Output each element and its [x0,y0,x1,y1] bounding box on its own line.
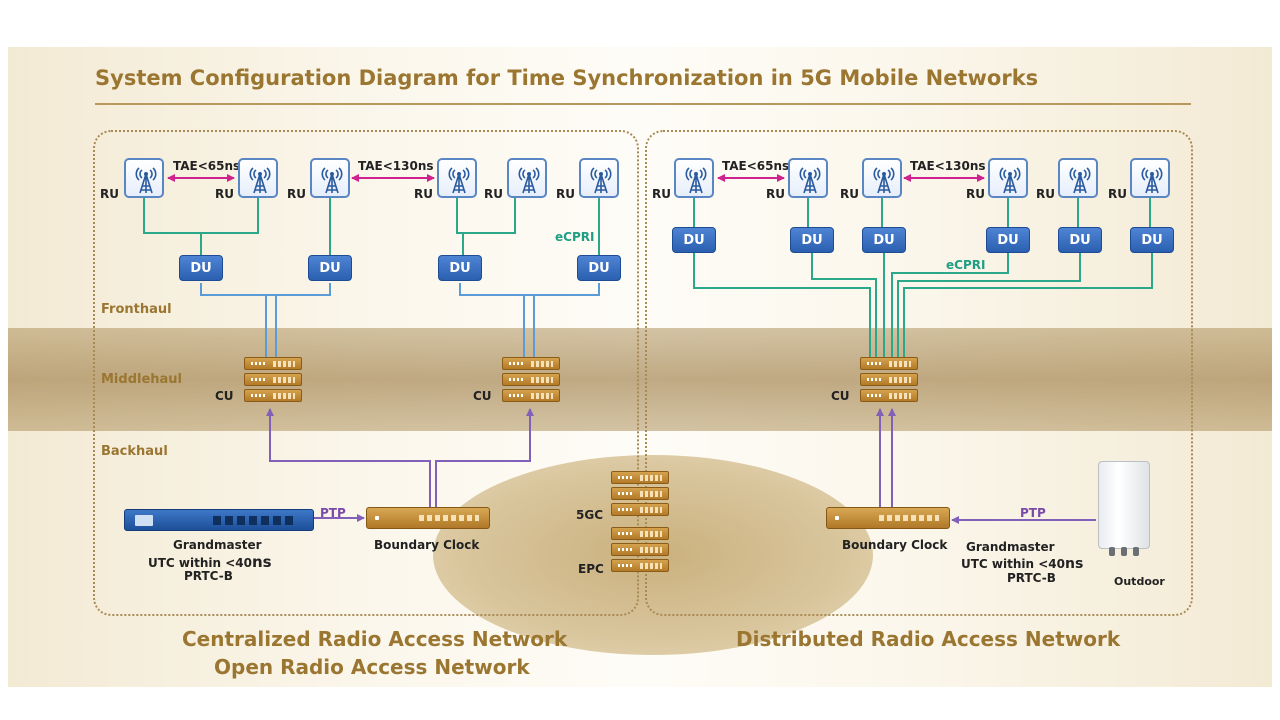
core-5gc-label: 5GC [576,508,604,522]
midhaul-links-left [200,283,600,357]
ru-antenna-icon [437,158,477,198]
du-box: DU [672,227,716,253]
backhaul-links-left [266,408,534,522]
segment-label-backhaul: Backhaul [101,444,168,459]
ru-label: RU [414,187,433,201]
cu-label: CU [473,389,492,403]
du-box: DU [862,227,906,253]
backhaul-links-right [876,408,1096,524]
ru-antenna-icon [507,158,547,198]
tae-label-left-1: TAE<65ns [173,159,241,173]
ru-label: RU [287,187,306,201]
du-box: DU [308,255,352,281]
ru-antenna-icon [988,158,1028,198]
core-epc-label: EPC [578,562,604,576]
ru-antenna-icon [238,158,278,198]
boundary-clock-icon [826,507,950,529]
boundary-clock-label: Boundary Clock [374,538,480,552]
diagram-title: System Configuration Diagram for Time Sy… [95,66,1039,90]
ru-antenna-icon [674,158,714,198]
title-rule [95,103,1191,105]
grandmaster-right-name: Grandmaster [966,540,1055,554]
ru-antenna-icon [579,158,619,198]
ru-antenna-icon [1058,158,1098,198]
connection-lines [143,174,1153,524]
cu-server-icon [860,357,918,403]
du-box: DU [438,255,482,281]
ru-label: RU [840,187,859,201]
ru-label: RU [766,187,785,201]
du-box: DU [1130,227,1174,253]
fronthaul-links-right [693,198,1153,357]
ru-antenna-icon [788,158,828,198]
ru-antenna-icon [310,158,350,198]
segment-label-middlehaul: Middlehaul [101,372,183,387]
du-box: DU [986,227,1030,253]
diagram-panel: System Configuration Diagram for Time Sy… [8,47,1272,687]
ptp-label-right: PTP [1020,506,1046,520]
grandmaster-right-class: PRTC-B [1007,571,1056,585]
fronthaul-links-left [143,198,600,257]
cu-label: CU [831,389,850,403]
core-5gc-server-icon [611,471,669,517]
ru-label: RU [215,187,234,201]
core-epc-server-icon [611,527,669,573]
network-label-open: Open Radio Access Network [214,655,530,679]
tae-label-right-1: TAE<65ns [722,159,790,173]
region-distributed [645,130,1193,616]
boundary-clock-icon [366,507,490,529]
ru-label: RU [1108,187,1127,201]
middlehaul-band [8,328,1272,431]
ru-antenna-icon [1130,158,1170,198]
outdoor-label: Outdoor [1114,575,1165,588]
tae-label-left-2: TAE<130ns [358,159,434,173]
ecpri-label-left: eCPRI [555,230,595,244]
boundary-clock-label: Boundary Clock [842,538,948,552]
du-box: DU [790,227,834,253]
network-label-centralized: Centralized Radio Access Network [182,627,568,651]
tae-label-right-2: TAE<130ns [910,159,986,173]
ru-label: RU [966,187,985,201]
ru-label: RU [652,187,671,201]
ru-label: RU [556,187,575,201]
ru-antenna-icon [862,158,902,198]
ru-label: RU [484,187,503,201]
cu-server-icon [244,357,302,403]
ptp-label-left: PTP [320,506,346,520]
ecpri-label-right: eCPRI [946,258,986,272]
grandmaster-right-utc: UTC within <40ns [961,556,1084,572]
grandmaster-left-name: Grandmaster [173,538,262,552]
segment-label-fronthaul: Fronthaul [101,302,172,317]
grandmaster-device-icon [124,509,314,531]
cu-label: CU [215,389,234,403]
du-box: DU [179,255,223,281]
ru-antenna-icon [124,158,164,198]
grandmaster-left-class: PRTC-B [184,569,233,583]
ru-label: RU [100,187,119,201]
region-centralized [93,130,639,616]
du-box: DU [1058,227,1102,253]
ru-label: RU [1036,187,1055,201]
grandmaster-left-utc: UTC within <40ns [148,553,272,571]
network-label-distributed: Distributed Radio Access Network [736,627,1121,651]
cu-server-icon [502,357,560,403]
outdoor-grandmaster-icon [1098,461,1150,556]
du-box: DU [577,255,621,281]
